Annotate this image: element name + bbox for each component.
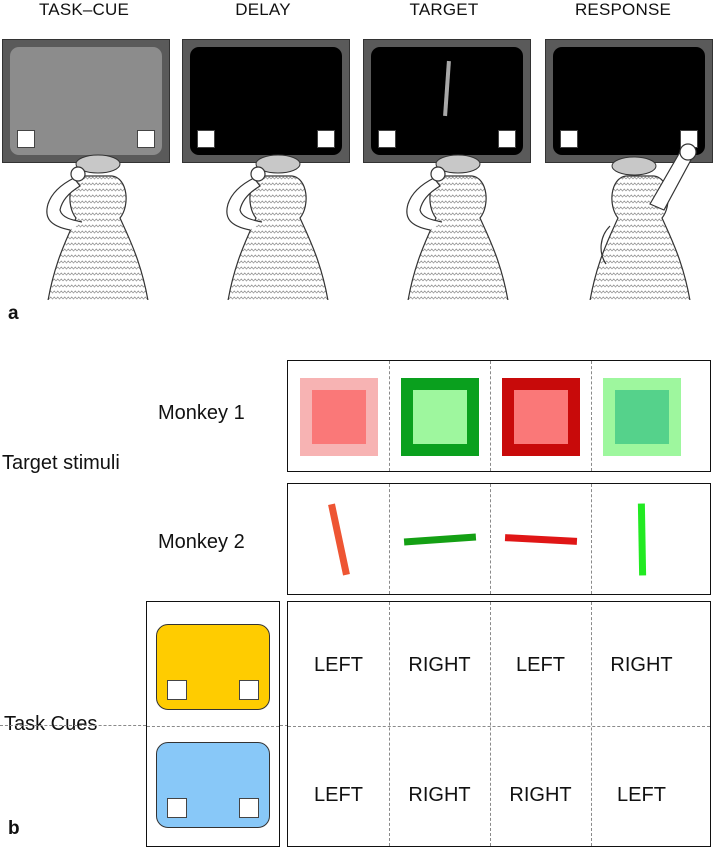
monkey-1-label: Monkey 1 [158, 402, 245, 424]
phase-title-task-cue: TASK–CUE [38, 0, 130, 19]
target-bar [443, 60, 451, 117]
monkey-2-bar-1 [327, 503, 350, 575]
phase-title-target: TARGET [409, 0, 479, 19]
column-divider [591, 361, 592, 471]
monkey-figure-1 [45, 154, 151, 300]
blue-task-cue [156, 742, 270, 828]
right-cue-square [239, 798, 259, 818]
stimulus-inner-square [312, 390, 366, 444]
response-blue-4: LEFT [617, 784, 666, 806]
response-mapping-frame: LEFT RIGHT LEFT RIGHT LEFT RIGHT RIGHT L… [287, 601, 711, 847]
monkey-figures [45, 143, 697, 300]
monkey-1-stimulus-1 [300, 378, 378, 456]
response-yellow-2: RIGHT [408, 654, 471, 676]
panel-letter-a: a [8, 303, 19, 324]
response-yellow-4: RIGHT [610, 654, 673, 676]
task-cues-row-divider-extension [0, 725, 146, 726]
monkey-2-bar-4 [637, 502, 646, 576]
monitor-screen [371, 47, 523, 155]
monitor-screen [190, 47, 342, 155]
right-touch-square [137, 130, 155, 148]
monkey-1-stimulus-3 [502, 378, 580, 456]
monkey-2-bar-2 [403, 532, 476, 546]
left-touch-square [17, 130, 35, 148]
column-divider [490, 361, 491, 471]
left-touch-square [378, 130, 396, 148]
monkey-2-label: Monkey 2 [158, 531, 245, 553]
row-divider [288, 726, 710, 727]
monkey-figure-2 [225, 154, 331, 300]
monkey-1-stimuli-frame [287, 360, 711, 472]
panel-letter-b: b [8, 818, 20, 839]
stimulus-inner-square [413, 390, 467, 444]
response-blue-3: RIGHT [509, 784, 572, 806]
monkey-2-stimuli-frame [287, 483, 711, 595]
column-divider [389, 484, 390, 594]
column-divider [591, 484, 592, 594]
column-divider [389, 361, 390, 471]
task-cues-frame [146, 601, 280, 847]
left-touch-square [197, 130, 215, 148]
right-touch-square [317, 130, 335, 148]
monitor-delay [182, 39, 350, 163]
row-divider [147, 726, 279, 727]
stimulus-inner-square [514, 390, 568, 444]
column-divider [490, 602, 491, 846]
stimulus-inner-square [615, 390, 669, 444]
response-row-divider-extension [280, 725, 288, 726]
response-blue-2: RIGHT [408, 784, 471, 806]
monitor-task-cue [2, 39, 170, 163]
monkey-1-stimulus-2 [401, 378, 479, 456]
monitor-screen [10, 47, 162, 155]
left-touch-square [560, 130, 578, 148]
phase-title-response: RESPONSE [574, 0, 672, 19]
monkey-figure-4 [587, 143, 697, 300]
response-blue-1: LEFT [314, 784, 363, 806]
task-cues-label: Task Cues [4, 713, 98, 735]
response-yellow-3: LEFT [516, 654, 565, 676]
monkey-1-stimulus-4 [603, 378, 681, 456]
column-divider [591, 602, 592, 846]
column-divider [389, 602, 390, 846]
right-touch-square [498, 130, 516, 148]
monkey-2-bar-3 [504, 533, 577, 545]
target-stimuli-label: Target stimuli [2, 452, 120, 474]
left-cue-square [167, 680, 187, 700]
left-cue-square [167, 798, 187, 818]
phase-title-delay: DELAY [235, 0, 291, 19]
column-divider [490, 484, 491, 594]
response-yellow-1: LEFT [314, 654, 363, 676]
monitor-target [363, 39, 531, 163]
monitor-screen [553, 47, 705, 155]
monkey-figure-3 [405, 154, 511, 300]
yellow-task-cue [156, 624, 270, 710]
right-cue-square [239, 680, 259, 700]
